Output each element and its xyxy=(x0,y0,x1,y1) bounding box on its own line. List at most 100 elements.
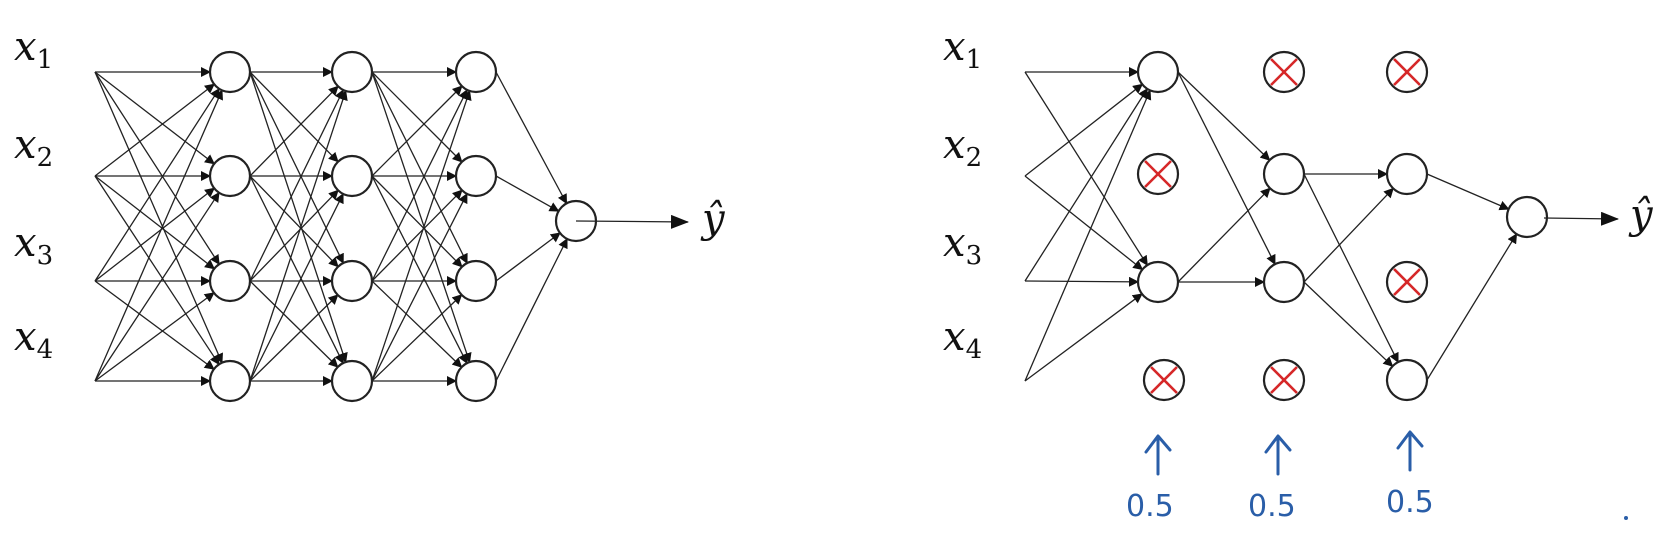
neuron-node xyxy=(454,154,498,198)
connection-edge xyxy=(1024,83,1144,177)
connection-edge xyxy=(249,89,344,282)
connection-edge xyxy=(94,83,215,177)
full-network-edges xyxy=(94,67,568,386)
left-output-label-yhat: ŷ xyxy=(700,196,726,242)
right-input-label-x4: x4 xyxy=(943,314,982,365)
connection-edge xyxy=(371,192,468,382)
connection-edge xyxy=(249,280,339,368)
connection-edge xyxy=(249,90,348,382)
drop-x-mark xyxy=(1393,268,1421,296)
left-input-label-x2: x2 xyxy=(14,122,53,173)
connection-edge xyxy=(1024,71,1148,266)
svg-text:0.5: 0.5 xyxy=(1248,489,1296,524)
connection-edge xyxy=(495,237,568,382)
connection-edge xyxy=(1024,88,1148,282)
full-network: x1 x2 x3 x4 ŷ xyxy=(14,24,726,403)
neuron-node xyxy=(454,359,498,403)
right-input-label-x2: x2 xyxy=(943,122,982,173)
connection-edge xyxy=(94,89,223,382)
right-output-arrow xyxy=(1543,211,1619,226)
connection-edge xyxy=(249,189,339,282)
connection-edge xyxy=(94,71,223,364)
neuron-node xyxy=(208,50,252,94)
connection-edge xyxy=(94,175,216,270)
neuron-node xyxy=(454,259,498,303)
neuron-node xyxy=(208,154,252,198)
up-arrow-icon xyxy=(1144,434,1172,476)
connection-edge xyxy=(249,71,339,163)
neuron-node xyxy=(1262,152,1306,196)
right-input-label-x3: x3 xyxy=(943,220,982,271)
connection-edge xyxy=(94,175,220,366)
neuron-node xyxy=(330,259,374,303)
connection-edge xyxy=(1303,281,1394,367)
connection-edge xyxy=(1177,71,1276,266)
connection-edge xyxy=(371,280,463,368)
left-output-arrow xyxy=(575,214,689,229)
dropped-unit xyxy=(1385,50,1429,94)
neuron-node xyxy=(330,50,374,94)
connection-edge xyxy=(1177,187,1271,283)
drop-x-mark xyxy=(1270,58,1298,86)
connection-edge xyxy=(495,175,560,212)
connection-edge xyxy=(371,89,468,282)
connection-edge xyxy=(94,187,216,282)
drop-x-mark xyxy=(1144,160,1172,188)
neuron-node xyxy=(208,259,252,303)
connection-edge xyxy=(249,71,344,264)
connection-edge xyxy=(371,175,463,268)
connection-edge xyxy=(1426,233,1518,381)
connection-edge xyxy=(371,175,468,365)
left-input-label-x1: x1 xyxy=(14,24,53,75)
dropout-network-nodes xyxy=(1136,50,1549,402)
connection-edge xyxy=(371,189,463,282)
up-arrow-icon xyxy=(1396,430,1424,472)
connection-edge xyxy=(371,71,468,264)
dropped-unit xyxy=(1385,260,1429,304)
left-input-label-x3: x3 xyxy=(14,220,53,271)
ink-dot xyxy=(1624,516,1628,520)
neuron-node xyxy=(208,359,252,403)
dropped-unit xyxy=(1262,50,1306,94)
keep-prob-annotation-layer-1: 0.5 xyxy=(1126,434,1174,524)
keep-prob-annotation-layer-2: 0.5 xyxy=(1248,434,1296,524)
connection-edge xyxy=(94,191,220,382)
right-output-label-yhat: ŷ xyxy=(1628,192,1654,238)
connection-edge xyxy=(371,90,472,382)
neuron-node xyxy=(1136,260,1180,304)
left-input-label-x4: x4 xyxy=(14,314,53,365)
connection-edge xyxy=(1024,175,1144,271)
connection-edge xyxy=(371,85,463,177)
dropped-unit xyxy=(1142,358,1186,402)
right-input-label-x1: x1 xyxy=(943,24,982,75)
connection-edge xyxy=(1177,71,1271,161)
neuron-node xyxy=(330,154,374,198)
connection-edge xyxy=(1024,293,1143,382)
neuron-node xyxy=(454,50,498,94)
svg-text:0.5: 0.5 xyxy=(1386,485,1434,520)
connection-edge xyxy=(249,85,339,177)
dropped-unit xyxy=(1136,152,1180,196)
connection-edge xyxy=(1024,276,1140,287)
connection-edge xyxy=(249,193,344,382)
connection-edge xyxy=(371,71,472,363)
connection-edge xyxy=(1426,173,1510,211)
connection-edge xyxy=(94,292,215,382)
connection-edge xyxy=(371,71,463,163)
neuron-node xyxy=(1136,50,1180,94)
connection-edge xyxy=(371,294,463,382)
svg-text:0.5: 0.5 xyxy=(1126,489,1174,524)
connection-edge xyxy=(94,87,220,282)
connection-edge xyxy=(249,294,339,382)
connection-edge xyxy=(1303,173,1399,364)
connection-edge xyxy=(249,175,339,268)
connection-edge xyxy=(249,71,348,363)
drop-x-mark xyxy=(1393,58,1421,86)
dropout-network: x1 x2 x3 x4 ŷ 0.5 0.5 0.5 xyxy=(943,24,1654,524)
dropped-unit xyxy=(1262,358,1306,402)
full-network-nodes xyxy=(208,50,598,403)
dropout-network-edges xyxy=(1024,67,1518,382)
neuron-node xyxy=(1262,260,1306,304)
connection-edge xyxy=(249,175,344,364)
